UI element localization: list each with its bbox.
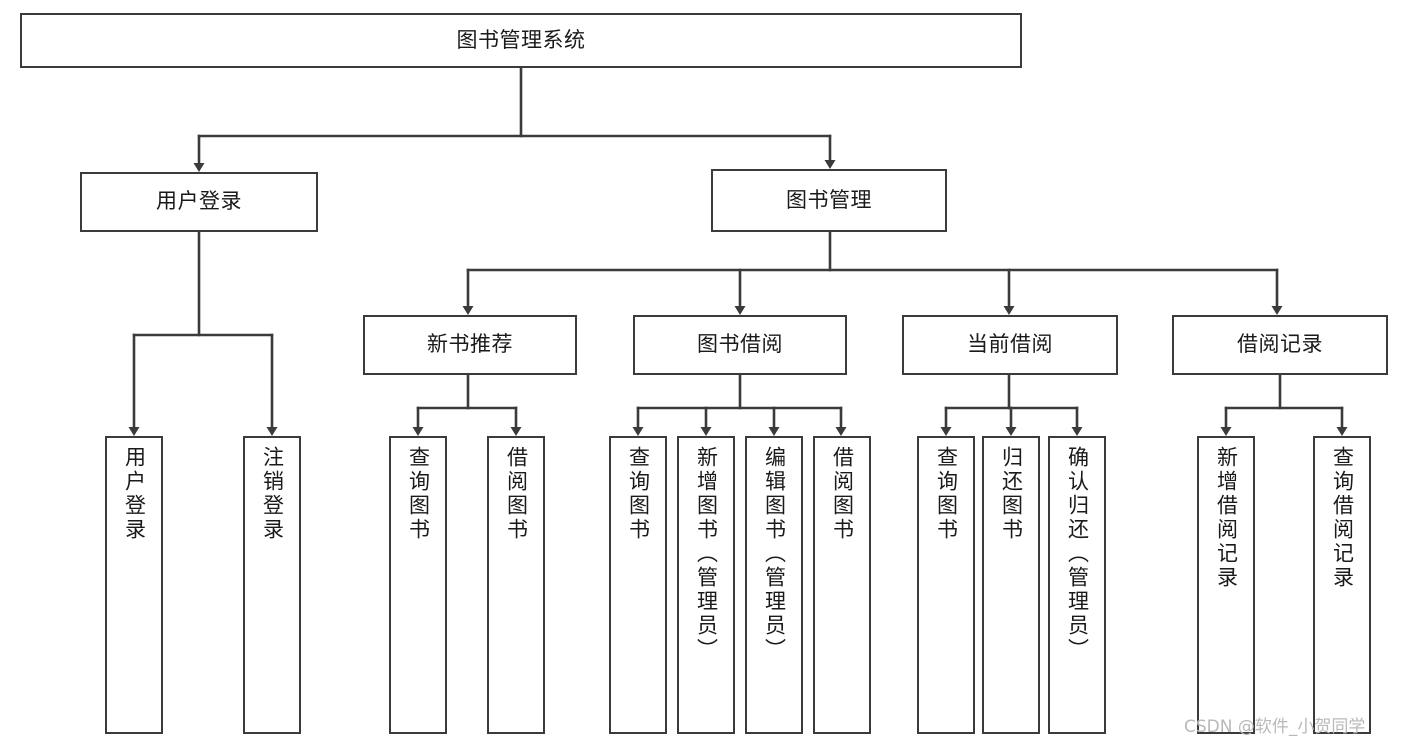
node-query-book-2[interactable]: 查询图书 bbox=[609, 436, 667, 734]
node-borrow-record-label: 借阅记录 bbox=[1237, 333, 1323, 357]
node-edit-book-label: 编辑图书（管理员） bbox=[762, 446, 786, 662]
node-book-management-label: 图书管理 bbox=[786, 188, 872, 212]
node-book-borrow-label: 图书借阅 bbox=[697, 333, 783, 357]
node-query-borrow-record-label: 查询借阅记录 bbox=[1330, 446, 1354, 590]
node-user-login[interactable]: 用户登录 bbox=[80, 172, 318, 232]
node-add-borrow-record-label: 新增借阅记录 bbox=[1214, 446, 1238, 590]
node-confirm-return[interactable]: 确认归还（管理员） bbox=[1048, 436, 1106, 734]
node-new-book-recommend-label: 新书推荐 bbox=[427, 333, 513, 357]
node-query-borrow-record[interactable]: 查询借阅记录 bbox=[1313, 436, 1371, 734]
node-borrow-record[interactable]: 借阅记录 bbox=[1172, 315, 1388, 375]
node-confirm-return-label: 确认归还（管理员） bbox=[1065, 446, 1089, 662]
node-query-book-2-label: 查询图书 bbox=[626, 446, 650, 542]
node-query-book-1[interactable]: 查询图书 bbox=[389, 436, 447, 734]
node-root[interactable]: 图书管理系统 bbox=[20, 13, 1022, 68]
node-return-book-label: 归还图书 bbox=[999, 446, 1023, 542]
node-borrow-book-2[interactable]: 借阅图书 bbox=[813, 436, 871, 734]
node-user-login-leaf[interactable]: 用户登录 bbox=[105, 436, 163, 734]
node-user-login-label: 用户登录 bbox=[156, 190, 242, 214]
node-user-login-leaf-label: 用户登录 bbox=[122, 446, 146, 542]
node-query-book-3[interactable]: 查询图书 bbox=[917, 436, 975, 734]
node-add-borrow-record[interactable]: 新增借阅记录 bbox=[1197, 436, 1255, 734]
node-root-label: 图书管理系统 bbox=[456, 28, 586, 52]
node-add-book[interactable]: 新增图书（管理员） bbox=[677, 436, 735, 734]
node-logout-leaf[interactable]: 注销登录 bbox=[243, 436, 301, 734]
node-logout-leaf-label: 注销登录 bbox=[260, 446, 284, 542]
node-borrow-book-2-label: 借阅图书 bbox=[830, 446, 854, 542]
node-borrow-book-1[interactable]: 借阅图书 bbox=[487, 436, 545, 734]
node-borrow-book-1-label: 借阅图书 bbox=[504, 446, 528, 542]
node-new-book-recommend[interactable]: 新书推荐 bbox=[363, 315, 577, 375]
node-query-book-3-label: 查询图书 bbox=[934, 446, 958, 542]
csdn-watermark: CSDN @软件_小贺同学 bbox=[1184, 717, 1366, 737]
node-add-book-label: 新增图书（管理员） bbox=[694, 446, 718, 662]
node-current-borrow[interactable]: 当前借阅 bbox=[902, 315, 1118, 375]
node-query-book-1-label: 查询图书 bbox=[406, 446, 430, 542]
node-edit-book[interactable]: 编辑图书（管理员） bbox=[745, 436, 803, 734]
node-current-borrow-label: 当前借阅 bbox=[967, 333, 1053, 357]
node-return-book[interactable]: 归还图书 bbox=[982, 436, 1040, 734]
node-book-management[interactable]: 图书管理 bbox=[711, 169, 947, 232]
node-book-borrow[interactable]: 图书借阅 bbox=[633, 315, 847, 375]
